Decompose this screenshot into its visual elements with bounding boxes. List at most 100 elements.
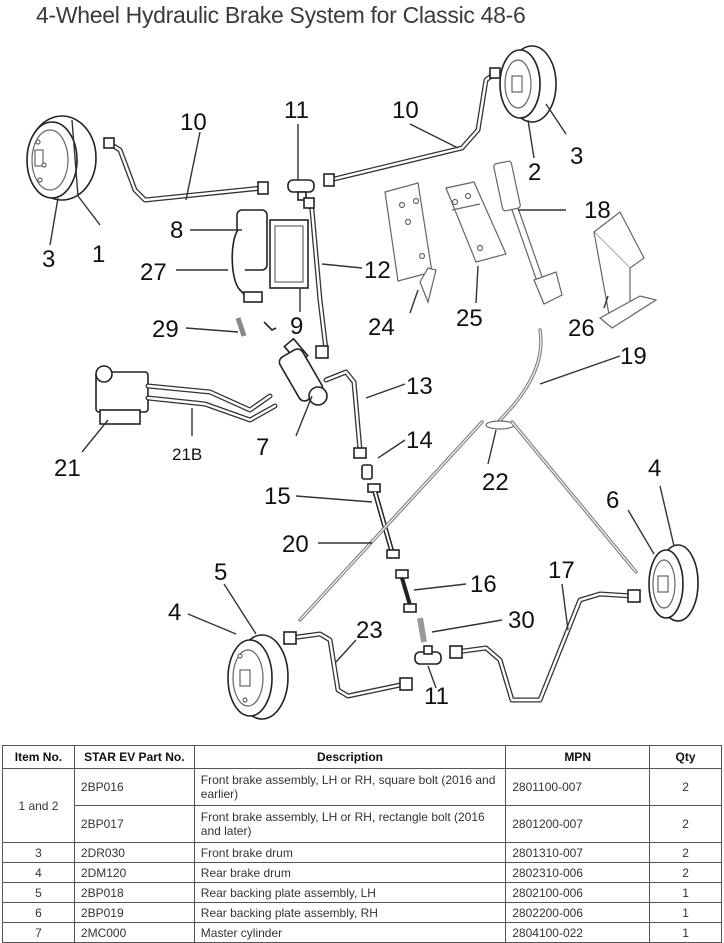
callout-4: 4	[168, 599, 181, 626]
brake-pedal-25	[445, 181, 507, 263]
callout-6: 6	[606, 487, 619, 514]
cell-item: 6	[2, 902, 75, 923]
callout-10: 10	[392, 97, 419, 124]
header-part-no: STAR EV Part No.	[73, 745, 195, 769]
cell-mpn: 2801200-007	[505, 805, 651, 843]
tee-fitting-top	[287, 179, 315, 201]
tee-fitting-bottom	[414, 645, 442, 665]
brake-hose-front	[303, 197, 329, 359]
fluid-reservoir	[95, 365, 149, 425]
parts-table: Item No. STAR EV Part No. Description MP…	[2, 745, 722, 943]
table-row: 4 2DM120 Rear brake drum 2802310-006 2	[2, 862, 722, 883]
cell-item: 1 and 2	[2, 768, 75, 843]
rear-right-brake-drum	[648, 544, 699, 622]
rear-brake-line-main	[323, 369, 367, 459]
cell-part: 2BP016	[73, 768, 195, 806]
cell-mpn: 2801310-007	[505, 842, 651, 863]
callout-19: 19	[620, 343, 647, 370]
rear-brake-line-right	[449, 589, 641, 703]
callout-7: 7	[256, 434, 269, 461]
table-row: 1 and 2 2BP016 Front brake assembly, LH …	[2, 768, 722, 843]
reservoir-hoses	[145, 383, 278, 423]
rear-brake-hose-lower	[395, 569, 417, 613]
callout-12: 12	[364, 257, 391, 284]
brake-pedal-24	[384, 182, 437, 304]
cell-desc: Rear backing plate assembly, LH	[193, 882, 507, 903]
cell-qty: 2	[649, 768, 722, 806]
cell-mpn: 2801100-007	[505, 768, 651, 806]
cell-mpn: 2802100-006	[505, 882, 651, 903]
callout-10: 10	[180, 109, 207, 136]
callout-1: 1	[92, 241, 105, 268]
cell-qty: 2	[649, 862, 722, 883]
callout-14: 14	[406, 427, 433, 454]
table-row: 5 2BP018 Rear backing plate assembly, LH…	[2, 882, 722, 903]
cell-item: 5	[2, 882, 75, 903]
callout-13: 13	[406, 373, 433, 400]
table-row: 6 2BP019 Rear backing plate assembly, RH…	[2, 902, 722, 923]
table-header-row: Item No. STAR EV Part No. Description MP…	[2, 745, 722, 769]
cell-qty: 2	[649, 805, 722, 843]
header-mpn: MPN	[505, 745, 651, 769]
cell-part: 2BP018	[73, 882, 195, 903]
callout-8: 8	[170, 217, 183, 244]
cable-equalizer	[485, 420, 515, 430]
callout-15: 15	[264, 483, 291, 510]
header-qty: Qty	[649, 745, 722, 769]
rear-left-brake-drum	[227, 634, 289, 720]
master-cylinder	[263, 321, 328, 406]
cell-item: 4	[2, 862, 75, 883]
front-left-brake-drum	[26, 115, 97, 201]
cell-mpn: 2802200-006	[505, 902, 651, 923]
cell-desc: Rear backing plate assembly, RH	[193, 902, 507, 923]
pedal-damper	[493, 160, 563, 305]
callout-29: 29	[152, 316, 179, 343]
callout-11: 11	[424, 683, 449, 710]
cell-mpn: 2802310-006	[505, 862, 651, 883]
front-brake-line-left	[103, 137, 269, 203]
table-row: 2BP017 Front brake assembly, LH or RH, r…	[3, 805, 722, 843]
header-item-no: Item No.	[2, 745, 75, 769]
callout-3: 3	[42, 246, 55, 273]
callout-4: 4	[648, 455, 661, 482]
cell-item: 3	[2, 842, 75, 863]
cell-qty: 2	[649, 842, 722, 863]
cell-part: 2BP017	[73, 805, 195, 843]
cell-qty: 1	[649, 882, 722, 903]
callout-17: 17	[548, 557, 575, 584]
front-brake-line-right	[323, 67, 501, 187]
callout-9: 9	[290, 313, 303, 340]
union-fitting	[361, 464, 373, 480]
page-title: 4-Wheel Hydraulic Brake System for Class…	[36, 2, 526, 28]
callout-26: 26	[568, 315, 595, 342]
leader-lines	[49, 103, 675, 689]
callout-30: 30	[508, 607, 535, 634]
callout-25: 25	[456, 305, 483, 332]
cell-part: 2DR030	[73, 842, 195, 863]
accelerator-pedal-pad	[269, 219, 309, 289]
callout-21: 21	[54, 455, 81, 482]
rear-brake-line-left	[283, 631, 413, 699]
callout-18: 18	[584, 197, 611, 224]
callout-27: 27	[140, 259, 167, 286]
brake-switch-harness	[231, 229, 251, 301]
cell-desc: Rear brake drum	[193, 862, 507, 883]
callout-22: 22	[482, 469, 509, 496]
callout-2: 2	[528, 159, 541, 186]
cell-desc: Front brake assembly, LH or RH, square b…	[193, 768, 507, 806]
callout-11: 11	[284, 97, 309, 124]
parking-brake-cable	[498, 328, 543, 422]
cell-part: 2BP019	[73, 902, 195, 923]
callout-20: 20	[282, 531, 309, 558]
callout-21b: 21B	[172, 445, 202, 464]
header-description: Description	[193, 745, 507, 769]
callout-3: 3	[570, 143, 583, 170]
callout-24: 24	[368, 314, 395, 341]
callout-23: 23	[356, 617, 383, 644]
callout-5: 5	[214, 559, 227, 586]
brake-system-diagram: 1 3 10 11 10 2 3 18 8 27 12 9 24 25 26 2…	[26, 45, 699, 720]
cell-desc: Front brake drum	[193, 842, 507, 863]
return-spring	[235, 317, 247, 337]
table-row: 3 2DR030 Front brake drum 2801310-007 2	[2, 842, 722, 863]
cell-desc: Front brake assembly, LH or RH, rectangl…	[193, 805, 507, 843]
